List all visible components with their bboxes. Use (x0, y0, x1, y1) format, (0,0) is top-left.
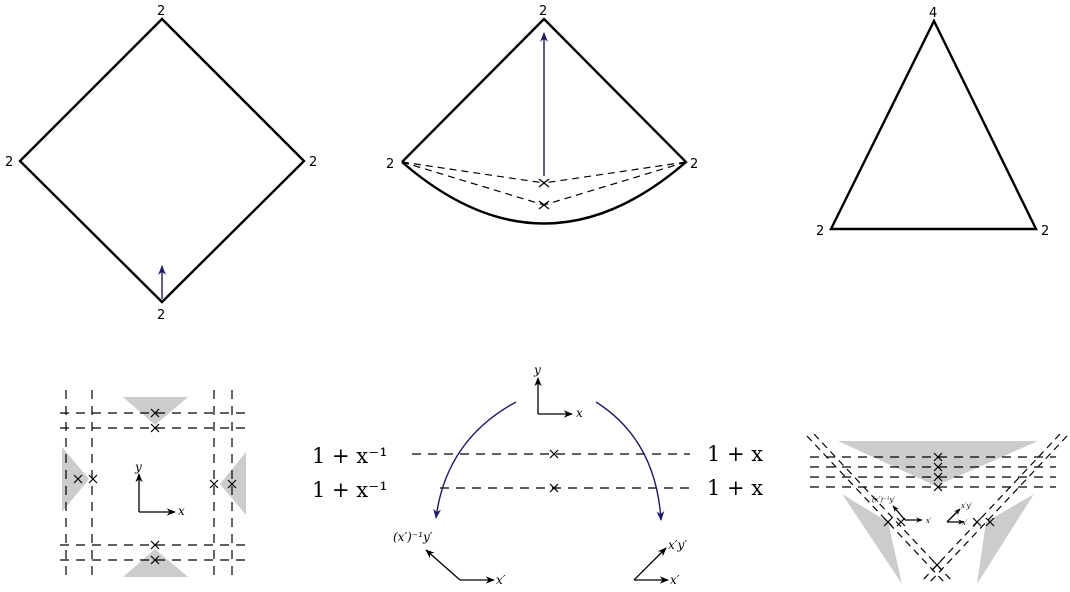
fan-label-left: 2 (386, 157, 394, 172)
triangle-label-left: 2 (816, 224, 824, 239)
wedge-right-y-label: x′y′ (961, 502, 972, 510)
fan-panel: 2 2 2 (386, 4, 698, 225)
triangle-label-top: 4 (929, 6, 937, 21)
wedge-left-x-label: x′ (926, 517, 932, 525)
box-y-label: y (134, 460, 142, 474)
walls-bl-x-label: x′ (496, 573, 506, 587)
wedge-right-x-label: x′ (962, 519, 968, 527)
mutation-arrow-right (595, 401, 665, 521)
square-outline (18, 17, 306, 304)
square-label-left: 2 (5, 155, 13, 170)
walls-top-y-label: y (533, 363, 541, 377)
triangle-panel: 4 2 2 (816, 6, 1049, 239)
fan-cross-lower (538, 200, 550, 210)
fan-cross-upper (538, 178, 550, 188)
triangle-label-right: 2 (1041, 224, 1049, 239)
triangle-outline (829, 18, 1038, 231)
walls-br-x-label: x′ (670, 573, 680, 587)
fan-outline (401, 17, 688, 225)
walls-bl-y-label: (x′)⁻¹y′ (393, 530, 433, 544)
fan-label-right: 2 (690, 157, 698, 172)
wall-upper-right-label: 1 + x (707, 442, 763, 466)
wall-lower-right-label: 1 + x (707, 476, 763, 500)
wedge-left-y-label: (x′)⁻¹y′ (872, 496, 895, 504)
walls-br-y-label: x′y′ (668, 538, 687, 552)
wedge-panel: (x′)⁻¹y′ x′ x′y′ x′ (806, 433, 1068, 584)
fan-label-top: 2 (539, 4, 547, 19)
wall-upper-left-label: 1 + x⁻¹ (312, 444, 388, 468)
mutation-arrow-left (433, 401, 517, 519)
square-panel: 2 2 2 2 (5, 4, 317, 323)
square-label-bottom: 2 (157, 308, 165, 323)
walls-top-x-label: x (576, 406, 583, 420)
walls-panel: y x 1 + x⁻¹ 1 + x⁻¹ 1 + x 1 + x (x′)⁻¹y′… (312, 363, 763, 587)
box-x-label: x (178, 504, 185, 518)
square-label-right: 2 (309, 155, 317, 170)
box-panel: y x (60, 390, 248, 580)
square-label-top: 2 (157, 4, 165, 19)
wall-lower-left-label: 1 + x⁻¹ (312, 478, 388, 502)
